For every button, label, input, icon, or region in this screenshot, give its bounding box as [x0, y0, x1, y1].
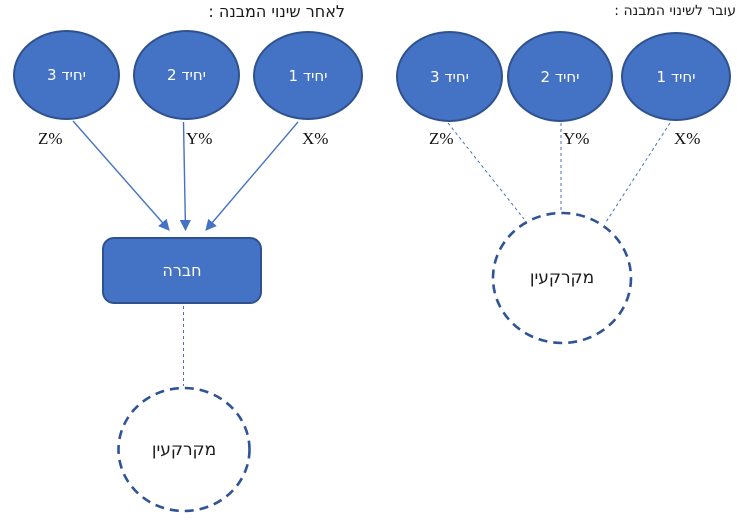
- after-company-label: חברה: [162, 261, 202, 280]
- after-unit1-share-label: X%: [302, 129, 329, 148]
- after-arrow-unit3: [72, 120, 170, 231]
- before-unit1-label: יחיד 1: [656, 67, 696, 86]
- before-unit3-ellipse: יחיד 3: [396, 31, 503, 122]
- before-unit2-share-label: Y%: [563, 129, 590, 148]
- after-arrow-unit2: [179, 121, 191, 232]
- before-unit1-ellipse: יחיד 1: [621, 32, 731, 121]
- before-land-dashed-circle: [491, 211, 633, 345]
- before-link-unit1: [605, 122, 671, 223]
- after-land-dashed-circle: [117, 386, 251, 513]
- after-land-label: מקרקעין: [151, 440, 217, 460]
- before-link-unit3: [447, 122, 525, 220]
- after-unit1-ellipse: יחיד 1: [253, 31, 363, 120]
- after-unit3-ellipse: יחיד 3: [13, 30, 120, 120]
- after-arrow-unit1: [205, 121, 299, 231]
- before-land-label: מקרקעין: [529, 268, 595, 288]
- before-unit2-label: יחיד 2: [540, 67, 580, 86]
- before-unit3-share-label: Z%: [429, 129, 454, 148]
- after-unit2-label: יחיד 2: [167, 66, 207, 84]
- after-unit2-share-label: Y%: [186, 129, 213, 148]
- before-ownership-links: [447, 122, 671, 223]
- after-section-title: לאחר שינוי המבנה :: [208, 2, 345, 21]
- after-unit1-label: יחיד 1: [288, 66, 328, 85]
- after-company-box: חברה: [102, 237, 262, 304]
- before-unit1-share-label: X%: [674, 129, 701, 148]
- after-unit2-ellipse: יחיד 2: [133, 30, 240, 120]
- after-ownership-arrows: [72, 120, 299, 232]
- before-unit2-ellipse: יחיד 2: [507, 31, 613, 122]
- before-section-title: עובר לשינוי המבנה :: [614, 3, 736, 19]
- before-unit3-label: יחיד 3: [430, 67, 470, 86]
- after-unit3-share-label: Z%: [38, 129, 63, 148]
- after-unit3-label: יחיד 3: [47, 66, 87, 84]
